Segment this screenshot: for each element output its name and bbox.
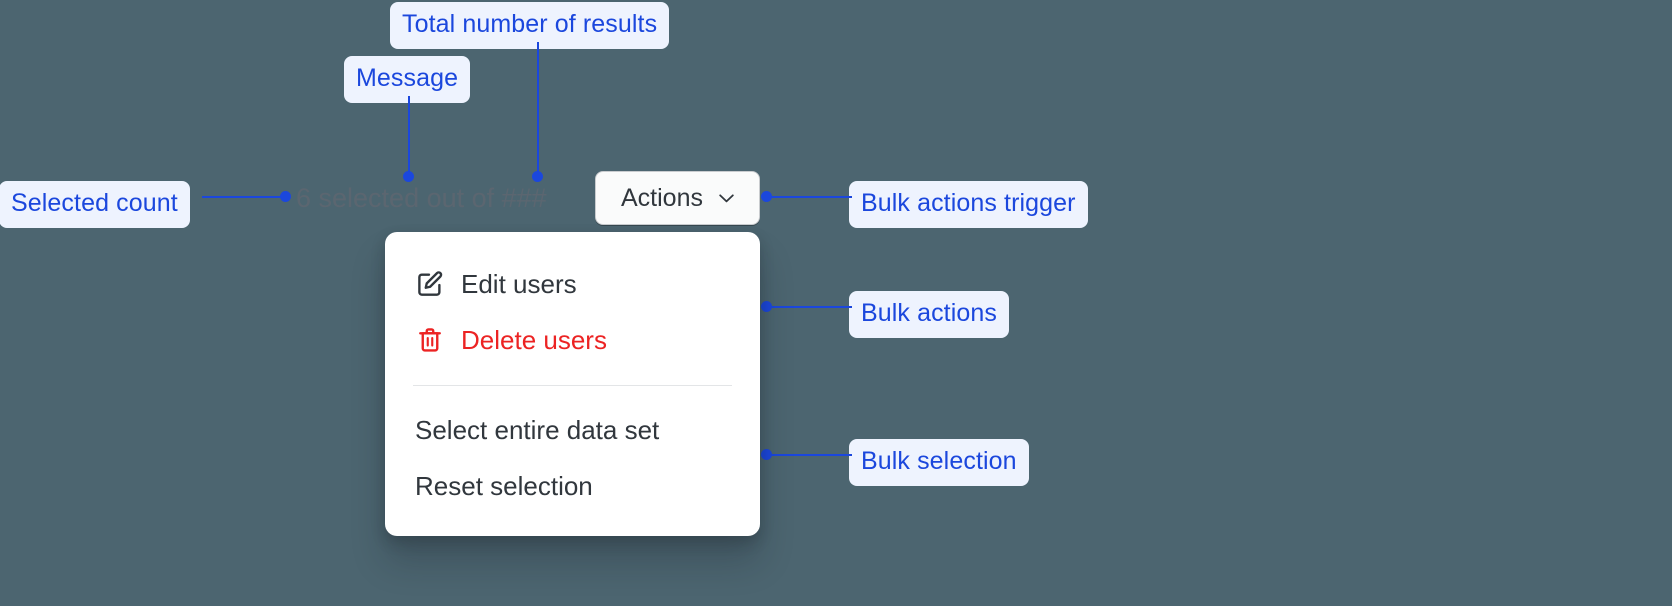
annotation-chip-message: Message bbox=[344, 56, 471, 103]
leader-dot-total-results bbox=[532, 171, 543, 182]
chevron-down-icon bbox=[719, 193, 734, 203]
leader-line-message bbox=[408, 96, 410, 176]
leader-dot-selected-count bbox=[280, 191, 291, 202]
menu-item-delete-users[interactable]: Delete users bbox=[385, 312, 760, 368]
annotation-chip-bulk-selection: Bulk selection bbox=[849, 439, 1029, 486]
leader-line-bulk-actions bbox=[766, 306, 852, 308]
menu-item-label: Delete users bbox=[461, 325, 607, 355]
menu-item-edit-users[interactable]: Edit users bbox=[385, 256, 760, 312]
menu-item-select-entire-data-set[interactable]: Select entire data set bbox=[385, 402, 760, 458]
selection-count-message: 6 selected out of ### bbox=[296, 183, 547, 213]
trash-icon bbox=[415, 325, 445, 355]
annotation-chip-selected-count: Selected count bbox=[0, 181, 190, 228]
leader-line-bulk-selection bbox=[766, 454, 852, 456]
annotation-chip-bulk-actions-trigger: Bulk actions trigger bbox=[849, 181, 1088, 228]
menu-item-label: Edit users bbox=[461, 269, 577, 299]
annotation-chip-total-results: Total number of results bbox=[390, 2, 670, 49]
leader-line-total-results bbox=[537, 42, 539, 176]
leader-dot-message bbox=[403, 171, 414, 182]
bulk-actions-trigger-button[interactable]: Actions bbox=[595, 171, 760, 225]
menu-divider bbox=[413, 385, 732, 386]
leader-line-bulk-actions-trigger bbox=[766, 196, 852, 198]
menu-item-label: Reset selection bbox=[415, 471, 593, 501]
annotation-chip-bulk-actions: Bulk actions bbox=[849, 291, 1009, 338]
bulk-actions-trigger-label: Actions bbox=[621, 183, 703, 212]
leader-dot-bulk-actions bbox=[761, 301, 772, 312]
menu-item-reset-selection[interactable]: Reset selection bbox=[385, 458, 760, 514]
edit-pencil-square-icon bbox=[415, 269, 445, 299]
bulk-actions-dropdown: Edit users Delete users Select entire da… bbox=[385, 232, 760, 536]
leader-dot-bulk-selection bbox=[761, 449, 772, 460]
menu-item-label: Select entire data set bbox=[415, 415, 660, 445]
leader-dot-bulk-actions-trigger bbox=[761, 191, 772, 202]
leader-line-selected-count bbox=[202, 196, 288, 198]
